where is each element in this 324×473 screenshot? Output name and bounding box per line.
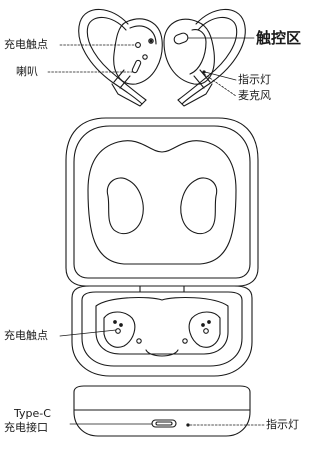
leader-line [59, 329, 117, 337]
label-microphone: 麦克风 [238, 89, 271, 102]
label-indicator-earbud: 指示灯 [238, 73, 271, 86]
charging-case-open [65, 117, 259, 377]
label-charging-contacts-case: 充电触点 [4, 329, 48, 342]
left-earbud [78, 8, 163, 107]
label-touch-area: 触控区 [256, 29, 302, 47]
leader-line [204, 71, 237, 81]
label-speaker: 喇叭 [16, 65, 38, 78]
label-indicator-case: 指示灯 [266, 418, 299, 431]
leader-line [203, 73, 237, 97]
label-type-c: Type-C [14, 407, 51, 420]
label-charging-port: 充电接口 [4, 421, 48, 434]
label-charging-contacts-earbud: 充电触点 [4, 38, 48, 51]
case-front-view [73, 385, 251, 437]
right-earbud [163, 8, 246, 107]
